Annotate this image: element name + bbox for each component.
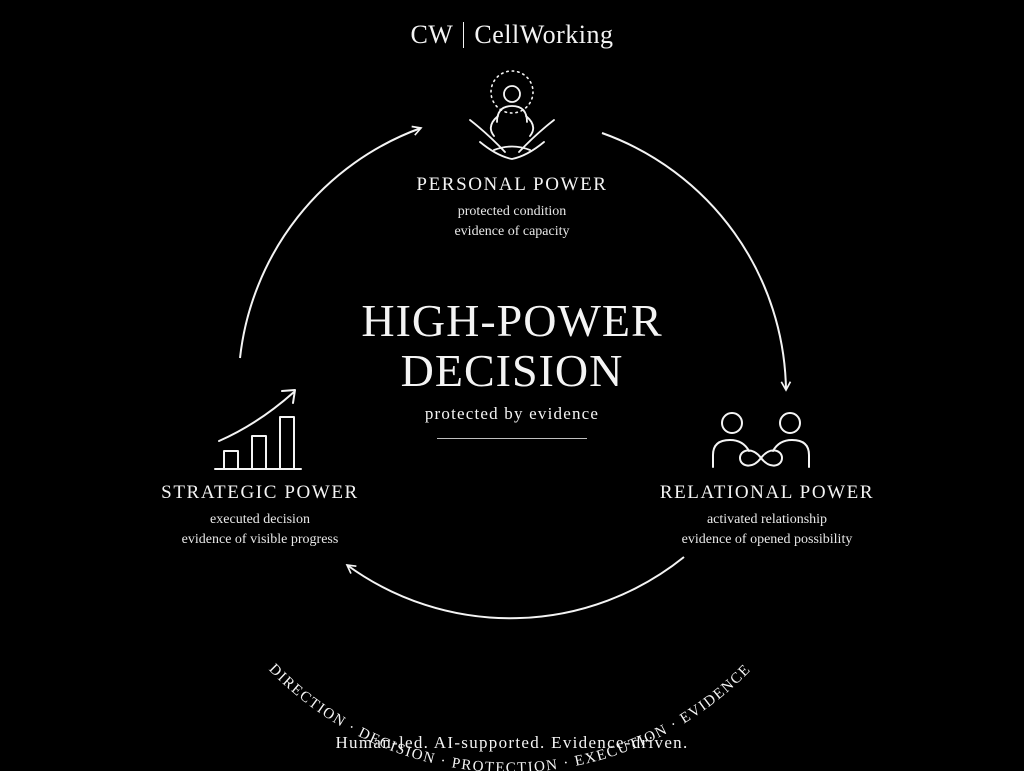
arrow-personal-to-relational (601, 132, 792, 392)
footer-tagline: Human-led. AI-supported. Evidence-driven… (335, 733, 689, 752)
node-relational-power: RELATIONAL POWER activated relationship … (612, 482, 922, 550)
node-personal-power: PERSONAL POWER protected condition evide… (362, 174, 662, 242)
two-people-infinity-icon (712, 412, 810, 468)
relational-power-title: RELATIONAL POWER (659, 482, 875, 503)
central-divider (437, 438, 587, 439)
central-title-line1: HIGH-POWER (361, 295, 663, 346)
personal-power-title: PERSONAL POWER (416, 174, 608, 195)
arc-word-evidence: EVIDENCE (677, 661, 754, 727)
strategic-power-line2: evidence of visible progress (181, 532, 339, 547)
central-title-line2: DECISION (400, 345, 624, 396)
personal-power-line1: protected condition (457, 204, 567, 219)
node-strategic-power: STRATEGIC POWER executed decision eviden… (110, 482, 410, 550)
brand-name: CellWorking (474, 20, 614, 49)
brand-header: CW CellWorking (0, 20, 1024, 50)
arc-labels: DIRECTION · DECISION · PROTECTION · EXEC… (266, 661, 755, 771)
arc-separator: · (663, 713, 686, 735)
strategic-power-title: STRATEGIC POWER (161, 482, 359, 503)
arrow-strategic-to-personal (239, 125, 423, 359)
personal-power-line2: evidence of capacity (454, 224, 570, 239)
arc-separator: · (341, 717, 363, 739)
arc-word-direction: DIRECTION (266, 661, 349, 731)
meditation-person-icon (469, 70, 555, 160)
brand-initials: CW (410, 20, 454, 49)
central-subtitle: protected by evidence (424, 404, 600, 423)
arc-separator: · (557, 754, 576, 771)
strategic-power-line1: executed decision (210, 512, 310, 527)
arc-separator: · (434, 752, 454, 771)
brand-divider (463, 22, 465, 48)
growth-chart-icon (214, 389, 302, 470)
relational-power-line2: evidence of opened possibility (681, 532, 853, 547)
central-title: HIGH-POWER DECISION (262, 296, 762, 396)
arc-word-protection: PROTECTION (450, 755, 559, 771)
relational-power-line1: activated relationship (706, 512, 828, 527)
arrow-relational-to-strategic (345, 556, 685, 620)
